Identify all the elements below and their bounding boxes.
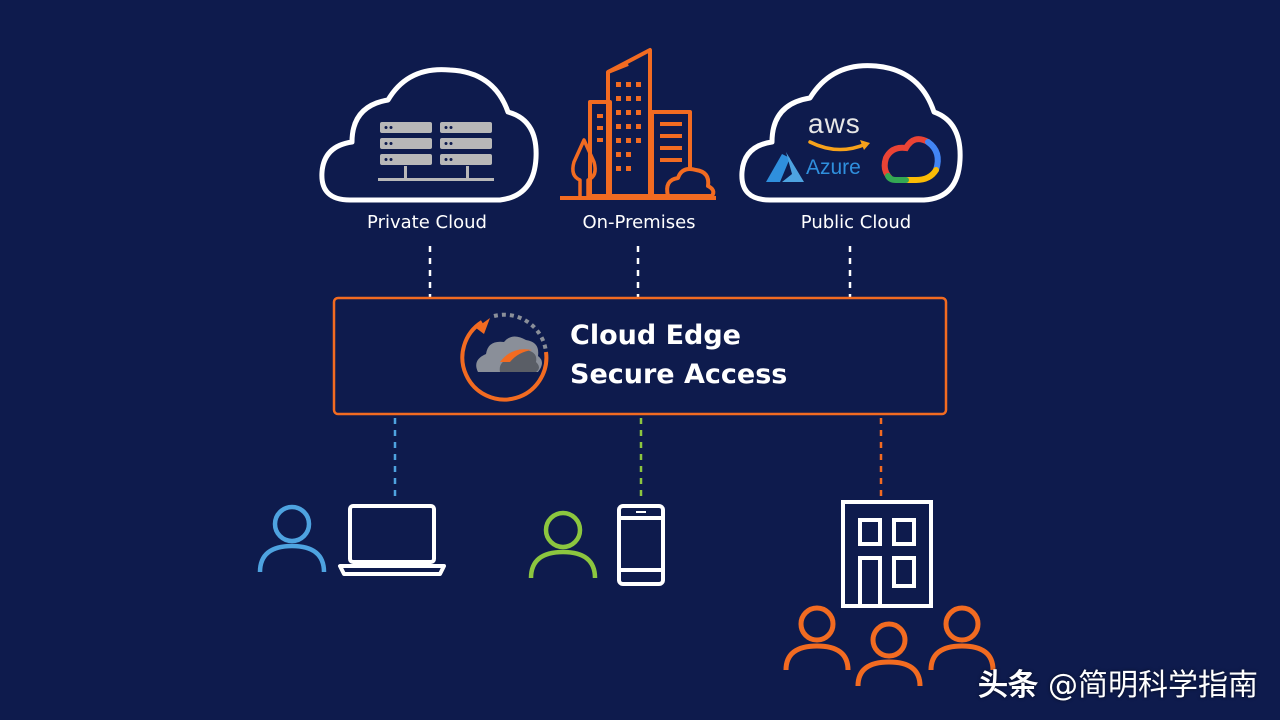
watermark-handle: @简明科学指南 <box>1048 668 1258 703</box>
laptop-icon <box>338 504 446 576</box>
cloud-edge-logo-icon <box>460 312 549 402</box>
aws-logo-text: aws <box>808 108 861 139</box>
buildings-icon <box>560 48 716 200</box>
watermark-brand: 头条 <box>978 668 1038 703</box>
mobile-user-icon <box>528 510 598 579</box>
on-premises-label: On-Premises <box>582 212 696 233</box>
smartphone-icon <box>617 504 665 586</box>
cloud-edge-title-line2: Secure Access <box>570 359 788 390</box>
aws-smile-icon <box>808 140 868 152</box>
azure-logo-text: Azure <box>806 156 861 179</box>
office-building-icon <box>841 500 933 608</box>
private-cloud-label: Private Cloud <box>367 212 487 233</box>
public-cloud-icon <box>739 63 963 203</box>
cloud-edge-title-line1: Cloud Edge <box>570 320 741 351</box>
building-windows <box>597 82 682 171</box>
aws-arrow-icon <box>860 140 870 150</box>
public-cloud-label: Public Cloud <box>800 212 912 233</box>
cloud-edge-box <box>332 296 948 416</box>
user-group-icon <box>783 605 996 687</box>
azure-logo-icon <box>766 152 804 182</box>
remote-user-icon <box>257 504 327 573</box>
watermark: 头条 @简明科学指南 <box>978 660 1258 704</box>
server-cloud-icon <box>319 67 539 203</box>
google-cloud-logo-icon <box>881 136 941 183</box>
